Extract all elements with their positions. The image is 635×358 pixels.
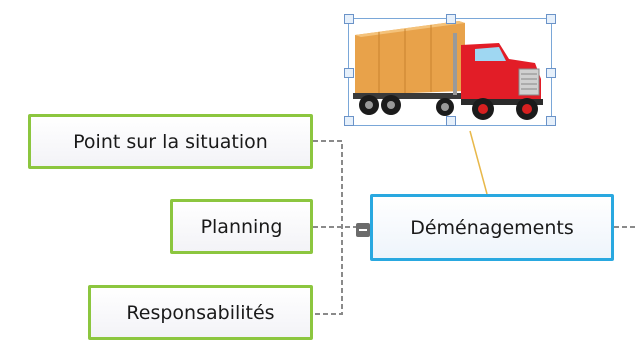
subtopic-responsabilites[interactable]: Responsabilités <box>88 285 313 340</box>
minus-icon <box>359 229 367 231</box>
central-topic-label: Déménagements <box>410 216 574 239</box>
resize-handle[interactable] <box>546 68 556 78</box>
subtopic-label: Point sur la situation <box>73 130 268 153</box>
resize-handle[interactable] <box>546 14 556 24</box>
central-topic[interactable]: Déménagements <box>370 194 614 261</box>
collapse-button[interactable] <box>356 223 370 237</box>
subtopic-label: Planning <box>200 215 283 238</box>
truck-icon <box>353 21 543 120</box>
subtopic-label: Responsabilités <box>126 301 275 324</box>
subtopic-planning[interactable]: Planning <box>170 199 313 254</box>
topic-image[interactable] <box>344 14 556 126</box>
subtopic-point-sur-la-situation[interactable]: Point sur la situation <box>28 114 313 169</box>
resize-handle[interactable] <box>344 14 354 24</box>
image-link-line <box>469 130 488 195</box>
resize-handle[interactable] <box>344 68 354 78</box>
resize-handle[interactable] <box>546 116 556 126</box>
resize-handle[interactable] <box>446 14 456 24</box>
resize-handle[interactable] <box>344 116 354 126</box>
resize-handle[interactable] <box>446 116 456 126</box>
